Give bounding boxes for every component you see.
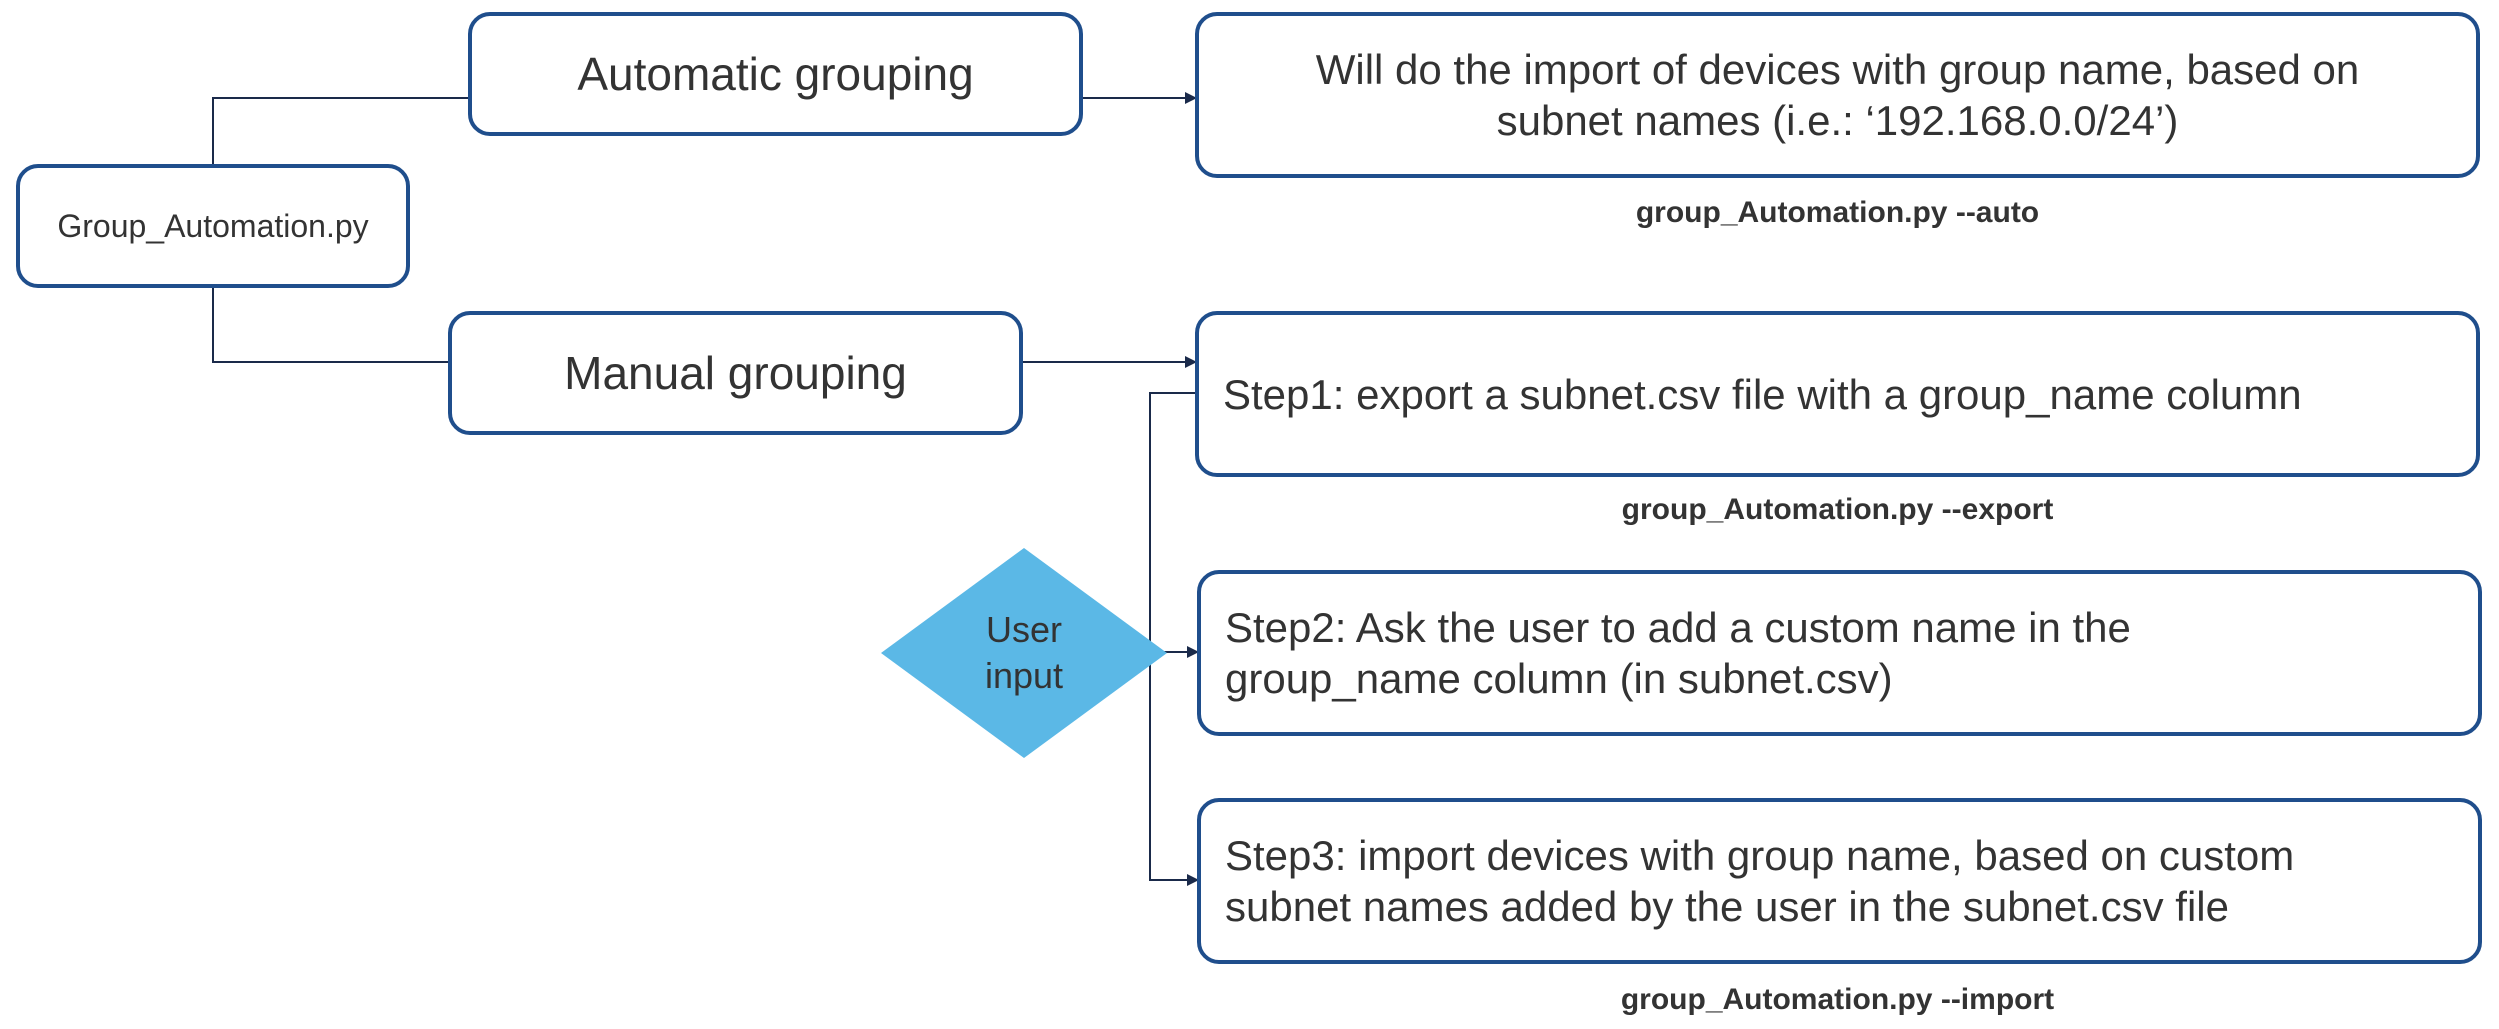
user-input-label: User input (984, 609, 1064, 696)
user-input-diamond (881, 548, 1167, 758)
step2-text: Step2: Ask the user to add a custom name… (1225, 604, 2131, 702)
automatic-description-text: Will do the import of devices with group… (1315, 46, 2360, 144)
connector-root-to-manual (212, 288, 448, 363)
manual-grouping-box: Manual grouping (448, 311, 1023, 435)
step2-box: Step2: Ask the user to add a custom name… (1197, 570, 2482, 736)
root-script-box: Group_Automation.py (16, 164, 410, 288)
step3-text: Step3: import devices with group name, b… (1225, 832, 2295, 930)
import-command-label: group_Automation.py --import (1620, 983, 2055, 1016)
automatic-grouping-box: Automatic grouping (468, 12, 1083, 136)
connector-step1-vertical (1149, 392, 1199, 886)
step1-text: Step1: export a subnet.csv file with a g… (1223, 370, 2302, 418)
root-script-label: Group_Automation.py (57, 207, 369, 244)
automatic-description-box: Will do the import of devices with group… (1195, 12, 2480, 178)
manual-grouping-label: Manual grouping (564, 347, 907, 399)
automatic-grouping-label: Automatic grouping (577, 48, 974, 100)
step1-box: Step1: export a subnet.csv file with a g… (1195, 311, 2480, 477)
auto-command-label: group_Automation.py --auto (1635, 196, 2040, 229)
connector-root-to-automatic (212, 97, 468, 164)
step3-box: Step3: import devices with group name, b… (1197, 798, 2482, 964)
export-command-label: group_Automation.py --export (1621, 493, 2054, 526)
